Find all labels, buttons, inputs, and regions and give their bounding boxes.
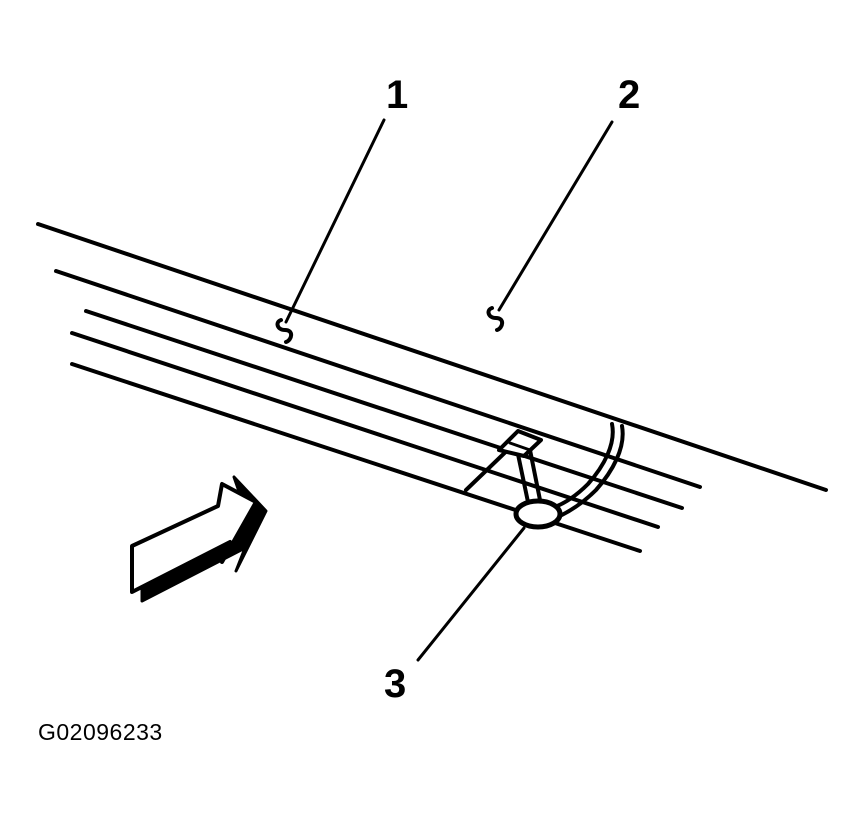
panel-line-4 xyxy=(70,331,660,529)
arrow-body xyxy=(130,482,258,594)
fastener-head xyxy=(497,429,543,458)
figure-id: G02096233 xyxy=(38,719,163,745)
arrow-up-right-icon xyxy=(130,475,268,603)
leader-line-3 xyxy=(416,526,526,662)
panel-line-2 xyxy=(54,269,702,489)
connector-clip xyxy=(513,498,563,530)
wire-inner xyxy=(558,424,625,518)
callout-1: 1 xyxy=(386,73,408,117)
leader-line-1 xyxy=(284,118,386,324)
panel-lines xyxy=(36,222,828,553)
callout-2: 2 xyxy=(618,73,640,117)
component-2-break-marker xyxy=(486,306,505,332)
panel-line-3 xyxy=(84,309,684,510)
wire-outer xyxy=(550,422,615,510)
callout-3: 3 xyxy=(384,662,406,706)
leader-line-2 xyxy=(497,120,614,312)
panel-top-edge xyxy=(36,222,828,492)
leader-lines xyxy=(284,118,614,662)
component-3-connector xyxy=(464,422,625,530)
component-1-break-marker xyxy=(275,318,294,344)
fastener-detail xyxy=(508,441,532,452)
